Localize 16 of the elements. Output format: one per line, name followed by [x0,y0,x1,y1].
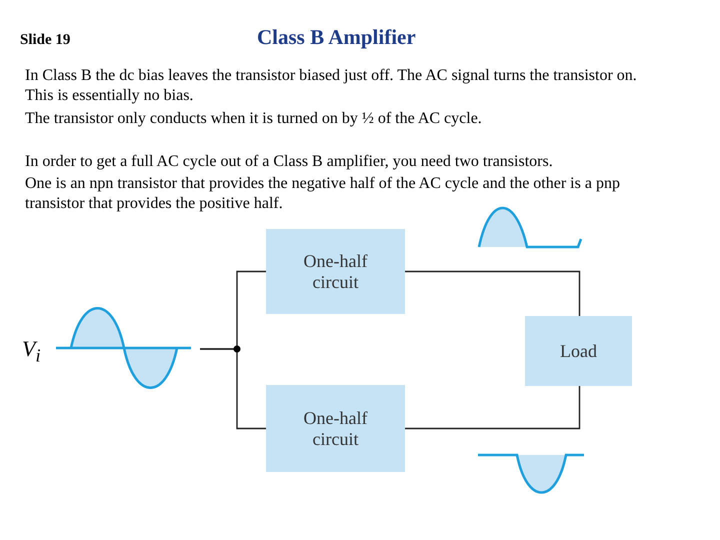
circuit-block [266,229,405,314]
slide-title: Class B Amplifier [257,25,416,50]
voltage-label: V$_{i}$ [22,336,41,366]
slide-number: Slide 19 [20,32,70,49]
circuit-block [266,385,405,472]
block-label: One-half circuit [302,250,368,292]
block-label: Load [559,340,598,362]
circuit-block [525,316,632,386]
connector-line [405,270,580,316]
connector-line [200,348,266,430]
paragraph: One is an npn transistor that provides the negative half of the AC cycle and the other is a pnp transistor that provides the positive half. [25,174,621,214]
paragraph: In Class B the dc bias leaves the transistor biased just off. The AC signal turns the transistor on. This is essentially no bias. [25,66,638,106]
block-label: One-half circuit [302,408,368,450]
connector-line [405,386,580,430]
paragraph: The transistor only conducts when it is turned on by ½ of the AC cycle. [25,109,483,129]
paragraph: In order to get a full AC cycle out of a Class B amplifier, you need two transistors. [25,152,554,172]
